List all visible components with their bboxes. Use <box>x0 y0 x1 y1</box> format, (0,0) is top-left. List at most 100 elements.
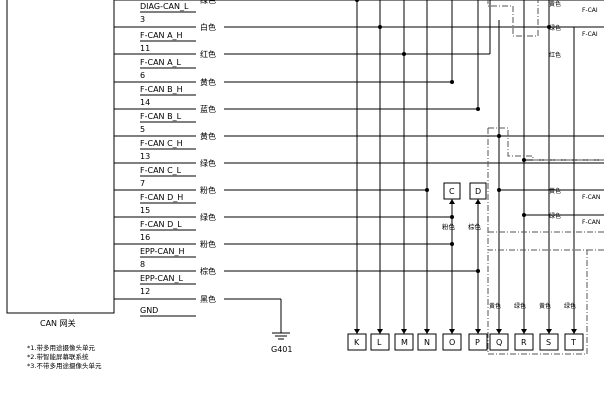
pin-number: 3 <box>140 15 145 24</box>
pin-name: F-CAN C_H <box>140 139 183 148</box>
dashed-boundaries <box>487 0 604 355</box>
gateway-pin-rows: 绿色 DIAG-CAN_L 3 白色 F-CAN A_H 11 红色 F-CAN A_L 6 黄色… <box>114 0 604 317</box>
wire-color: 粉色 <box>200 185 216 195</box>
footnote-2: *2.带智能屏幕联系统 <box>27 352 89 361</box>
arrow-down-icon <box>571 329 577 334</box>
connector-label: S <box>546 338 551 347</box>
arrow-down-icon <box>496 329 502 334</box>
pin-number: 6 <box>140 71 145 80</box>
right-wire-color: 黄色 <box>549 0 561 8</box>
junction-dot <box>547 25 551 29</box>
pin-name: EPP-CAN_H <box>140 247 184 256</box>
junction-dot <box>497 134 501 138</box>
junction-dots <box>355 0 551 273</box>
pin-number: 7 <box>140 179 145 188</box>
arrow-down-icon <box>546 329 552 334</box>
mid-wire-color: 粉色 <box>442 222 456 231</box>
can-gateway-title: CAN 网关 <box>40 318 76 328</box>
junction-dot <box>355 0 359 2</box>
pin-number: 13 <box>140 152 150 161</box>
wire-color: 黑色 <box>200 294 216 304</box>
bottom-wire-color: 黄色 <box>539 302 551 310</box>
wire-color: 黄色 <box>200 77 216 87</box>
junction-dot <box>522 213 526 217</box>
pin-number: 16 <box>140 233 150 242</box>
pin-name: EPP-CAN_L <box>140 274 183 283</box>
right-wire-label: F-CAN <box>582 194 600 201</box>
can-gateway-box <box>6 0 115 314</box>
junction-dot <box>450 80 454 84</box>
pin-name: F-CAN B_H <box>140 85 183 94</box>
connector-label: M <box>401 338 408 347</box>
wire-color: 红色 <box>200 49 216 59</box>
pin-number: 11 <box>140 44 150 53</box>
connector-label: Q <box>496 338 502 347</box>
connector-label: R <box>521 338 527 347</box>
arrow-down-icon <box>424 329 430 334</box>
right-wire-label: F-CAI <box>582 31 598 38</box>
connector-label: L <box>377 338 382 347</box>
pin-name: F-CAN B_L <box>140 112 182 121</box>
arrow-down-icon <box>449 329 455 334</box>
connector-label: T <box>570 338 576 347</box>
arrow-down-icon <box>475 329 481 334</box>
ground-symbol <box>255 298 290 340</box>
arrow-down-icon <box>354 329 360 334</box>
pin-name: F-CAN C_L <box>140 166 182 175</box>
arrow-down-icon <box>521 329 527 334</box>
pin-number: 15 <box>140 206 150 215</box>
footnote-1: *1.带多用途摄像头单元 <box>27 343 95 352</box>
pin-number: 12 <box>140 287 150 296</box>
pin-name: F-CAN A_H <box>140 31 183 40</box>
right-wire-color: 红色 <box>549 51 561 59</box>
junction-dot <box>402 52 406 56</box>
pin-name: DIAG-CAN_L <box>140 2 189 11</box>
bottom-wire-color: 绿色 <box>514 302 526 310</box>
arrow-up-icon <box>475 199 481 204</box>
pin-name: F-CAN A_L <box>140 58 182 67</box>
arrow-down-icon <box>377 329 383 334</box>
right-wire-label: F-CAN <box>582 219 600 226</box>
connector-label: P <box>475 338 480 347</box>
mid-connectors: C 粉色 D 棕色 <box>442 182 487 231</box>
junction-dot <box>497 188 501 192</box>
wire-color: 绿色 <box>200 158 216 168</box>
pin-number: 14 <box>140 98 150 107</box>
connector-label: N <box>424 338 430 347</box>
arrow-down-icon <box>401 329 407 334</box>
connector-label: O <box>449 338 455 347</box>
wire-color: 棕色 <box>200 266 216 276</box>
wire-color: 粉色 <box>200 239 216 249</box>
wire-color: 蓝色 <box>200 104 216 114</box>
junction-dot <box>476 269 480 273</box>
pin-name: GND <box>140 306 158 315</box>
pin-number: 5 <box>140 125 145 134</box>
vertical-wires <box>356 0 604 334</box>
right-wire-label: F-CAI <box>582 7 598 14</box>
junction-dot <box>450 215 454 219</box>
bottom-wire-colors: 黄色 绿色 黄色 绿色 <box>489 302 576 310</box>
right-wire-color: 绿色 <box>549 212 561 220</box>
junction-dot <box>450 242 454 246</box>
right-wire-color: 黄色 <box>549 187 561 195</box>
junction-dot <box>476 107 480 111</box>
mid-wire-color: 棕色 <box>468 222 482 231</box>
ground-label: G401 <box>271 345 292 354</box>
pin-name: F-CAN D_H <box>140 193 183 202</box>
pin-number: 8 <box>140 260 145 269</box>
footnote-3: *3.不带多用途摄像头单元 <box>27 361 102 370</box>
bottom-wire-color: 黄色 <box>489 302 501 310</box>
connector-label: D <box>475 187 481 196</box>
arrow-up-icon <box>449 199 455 204</box>
wire-color: 绿色 <box>200 212 216 222</box>
bottom-wire-color: 绿色 <box>564 302 576 310</box>
junction-dot <box>378 25 382 29</box>
pin-name: F-CAN D_L <box>140 220 182 229</box>
connector-label: C <box>449 187 455 196</box>
wire-color: 黄色 <box>200 131 216 141</box>
wire-color: 白色 <box>200 22 216 32</box>
right-wire-color: 绿色 <box>549 24 561 32</box>
